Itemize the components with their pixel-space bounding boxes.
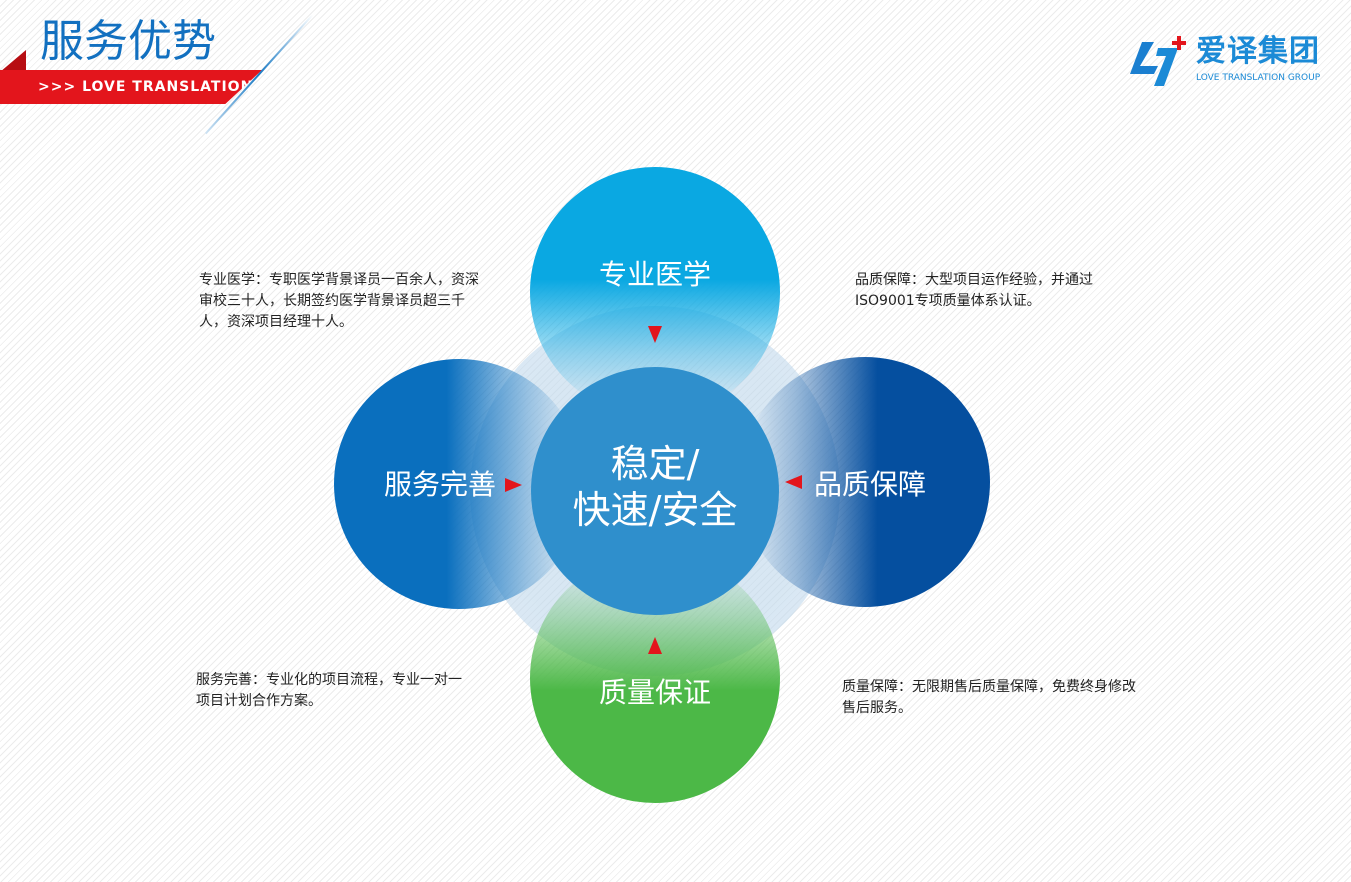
desc-quality-assurance: 品质保障：大型项目运作经验，并通过ISO9001专项质量体系认证。 <box>855 272 1093 309</box>
header-ribbon <box>0 70 262 104</box>
arrow-right-icon <box>505 478 522 492</box>
circle-bottom-label: 质量保证 <box>598 676 711 709</box>
desc-after-sales: 质量保障：无限期售后质量保障，免费终身修改售后服务。 <box>842 679 1136 716</box>
desc-medical: 专业医学：专职医学背景译员一百余人，资深审校三十人，长期签约医学背景译员超三千人… <box>199 272 479 330</box>
page-title: 服务优势 <box>40 16 216 67</box>
center-label-line2: 快速/安全 <box>572 488 738 532</box>
desc-service: 服务完善：专业化的项目流程，专业一对一项目计划合作方案。 <box>196 672 462 709</box>
logo: 爱译集团 LOVE TRANSLATION GROUP <box>1128 28 1328 92</box>
arrow-up-icon <box>648 637 662 654</box>
circle-right: 品质保障 <box>740 357 990 607</box>
logo-name-en: LOVE TRANSLATION GROUP <box>1196 73 1321 83</box>
circle-left-label: 服务完善 <box>384 468 497 501</box>
circle-right-label: 品质保障 <box>814 468 927 501</box>
ribbon-text: >>> LOVE TRANSLATION <box>38 79 254 95</box>
logo-mark-icon <box>1130 36 1186 86</box>
arrow-left-icon <box>785 475 802 489</box>
center-label-line1: 稳定/ <box>610 442 700 486</box>
arrow-down-icon <box>648 326 662 343</box>
circle-top-label: 专业医学 <box>598 258 711 291</box>
circle-center: 稳定/ 快速/安全 <box>531 367 779 615</box>
logo-name-cn: 爱译集团 <box>1196 34 1320 69</box>
